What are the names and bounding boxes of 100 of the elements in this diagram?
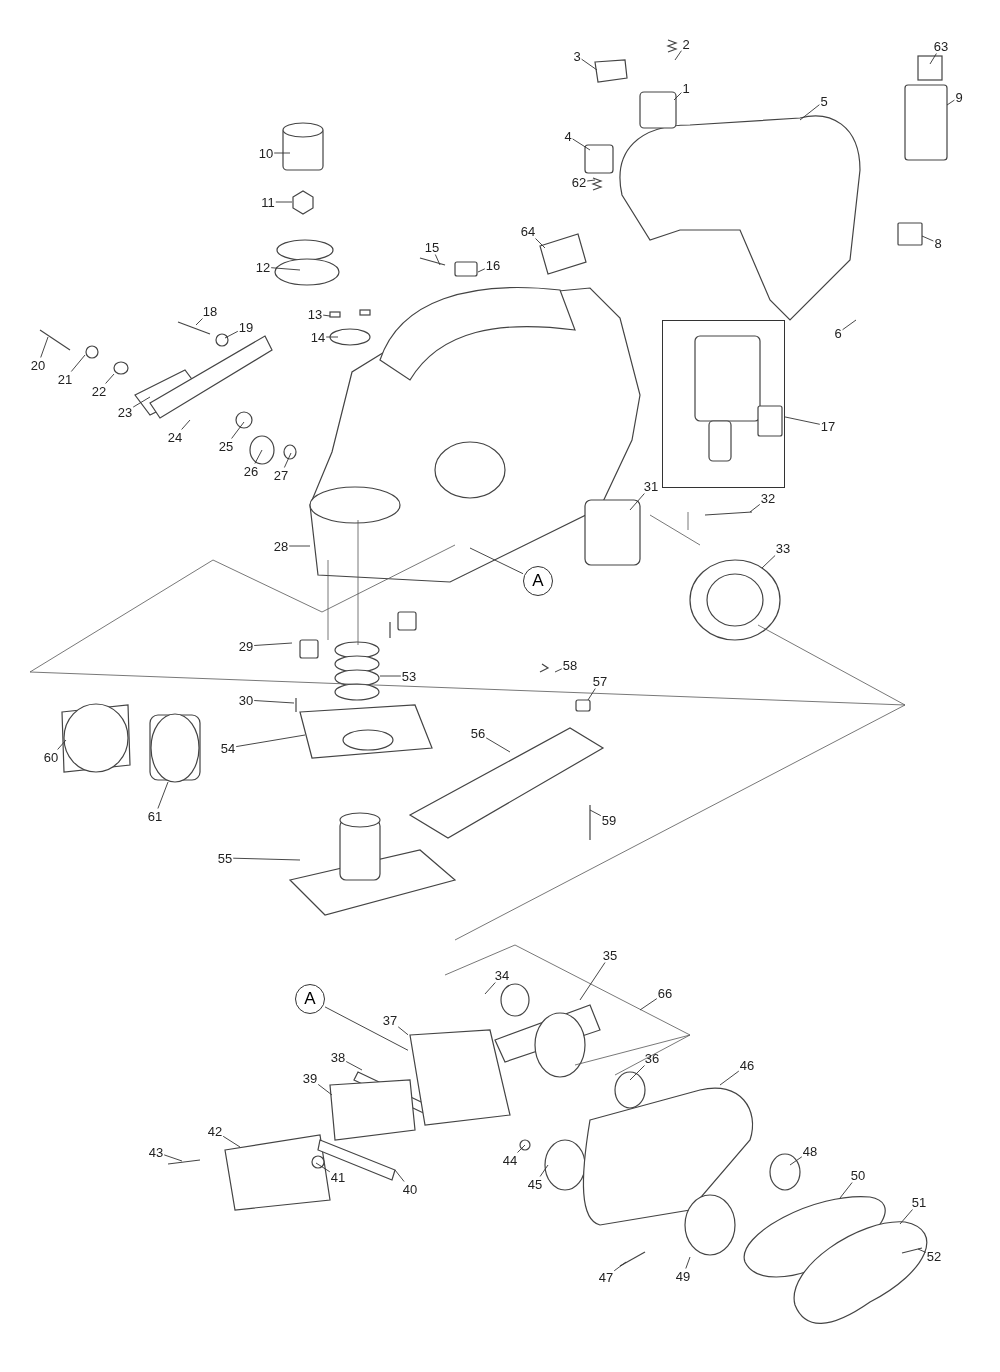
callout-number: 3 bbox=[572, 48, 582, 64]
leader-line bbox=[485, 737, 511, 753]
circled-reference-letter: A bbox=[523, 566, 553, 596]
callout-number: 48 bbox=[801, 1143, 819, 1159]
callout-number: 52 bbox=[925, 1248, 943, 1264]
callout-number: 11 bbox=[260, 194, 276, 210]
callout-number: 13 bbox=[306, 306, 324, 322]
callout-number: 40 bbox=[401, 1181, 419, 1197]
leader-line bbox=[70, 354, 86, 372]
callout-number: 18 bbox=[201, 303, 219, 319]
callout-number: 42 bbox=[206, 1123, 224, 1139]
callout-number: 45 bbox=[526, 1176, 544, 1192]
leader-line bbox=[434, 254, 441, 266]
leader-line bbox=[325, 336, 339, 338]
callout-number: 54 bbox=[219, 740, 237, 756]
leader-line bbox=[253, 700, 295, 704]
leader-line bbox=[163, 1154, 183, 1162]
leader-line bbox=[517, 1144, 526, 1153]
callout-number: 41 bbox=[329, 1169, 347, 1185]
leader-line bbox=[224, 330, 239, 339]
leader-line bbox=[719, 1070, 740, 1086]
callout-number: 23 bbox=[116, 404, 134, 420]
leader-line bbox=[315, 1162, 331, 1173]
callout-number: 47 bbox=[597, 1269, 615, 1285]
leader-line bbox=[639, 998, 658, 1011]
leader-line bbox=[789, 1156, 803, 1166]
leader-line bbox=[222, 1135, 241, 1148]
leader-line bbox=[685, 1256, 691, 1269]
leader-line bbox=[379, 675, 402, 677]
leader-line bbox=[484, 982, 496, 995]
leader-line bbox=[288, 545, 311, 547]
callout-number: 32 bbox=[759, 490, 777, 506]
leader-line bbox=[929, 53, 937, 65]
leader-line bbox=[394, 1169, 405, 1182]
callout-number: 51 bbox=[910, 1194, 928, 1210]
leader-line bbox=[477, 268, 486, 273]
leader-line bbox=[613, 1261, 627, 1272]
inset-box bbox=[662, 320, 785, 488]
callout-number: 43 bbox=[147, 1144, 165, 1160]
callout-number: 17 bbox=[819, 418, 837, 434]
leader-line bbox=[539, 1164, 549, 1177]
leader-line bbox=[839, 1182, 853, 1199]
callout-number: 58 bbox=[561, 657, 579, 673]
callout-number: 59 bbox=[600, 812, 618, 828]
leader-line bbox=[181, 419, 191, 430]
leader-line bbox=[842, 319, 857, 331]
callout-number: 16 bbox=[484, 257, 502, 273]
leader-line bbox=[946, 99, 955, 106]
leader-line bbox=[275, 201, 293, 203]
callout-number: 30 bbox=[237, 692, 255, 708]
leader-line bbox=[105, 373, 115, 384]
callout-number: 28 bbox=[272, 538, 290, 554]
leader-line bbox=[572, 138, 591, 151]
leader-line bbox=[674, 50, 682, 61]
leader-line bbox=[157, 781, 169, 809]
callout-number: 6 bbox=[833, 325, 843, 341]
cutter-drum-drawing bbox=[409, 1029, 511, 1126]
callout-number: 10 bbox=[257, 145, 275, 161]
leader-line bbox=[273, 152, 291, 154]
callout-number: 60 bbox=[42, 749, 60, 765]
callout-number: 35 bbox=[601, 947, 619, 963]
callout-number: 27 bbox=[272, 467, 290, 483]
callout-number: 26 bbox=[242, 463, 260, 479]
leader-line bbox=[917, 1248, 927, 1253]
callout-number: 21 bbox=[56, 371, 74, 387]
leader-line bbox=[761, 555, 776, 569]
callout-number: 61 bbox=[146, 808, 164, 824]
leader-line bbox=[554, 668, 563, 673]
leader-line bbox=[317, 1083, 333, 1096]
leader-line bbox=[784, 416, 821, 425]
callout-number: 9 bbox=[954, 89, 964, 105]
leader-line bbox=[921, 235, 934, 242]
callout-number: 56 bbox=[469, 725, 487, 741]
callout-number: 1 bbox=[681, 80, 691, 96]
leader-line bbox=[322, 314, 331, 317]
leader-line bbox=[324, 1006, 409, 1051]
callout-number: 57 bbox=[591, 673, 609, 689]
circled-reference-letter: A bbox=[295, 984, 325, 1014]
callout-number: 24 bbox=[166, 429, 184, 445]
callout-number: 53 bbox=[400, 668, 418, 684]
leader-line bbox=[270, 267, 301, 271]
callout-number: 2 bbox=[681, 36, 691, 52]
leader-line bbox=[899, 1209, 913, 1225]
callout-number: 46 bbox=[738, 1057, 756, 1073]
callout-number: 64 bbox=[519, 223, 537, 239]
callout-number: 4 bbox=[563, 128, 573, 144]
leader-line bbox=[799, 104, 820, 121]
callout-number: 31 bbox=[642, 478, 660, 494]
leader-line bbox=[587, 688, 596, 701]
leader-line bbox=[231, 421, 245, 439]
leader-line bbox=[749, 503, 761, 513]
callout-number: 50 bbox=[849, 1167, 867, 1183]
callout-number: 55 bbox=[216, 850, 234, 866]
callout-number: 29 bbox=[237, 638, 255, 654]
leader-line bbox=[579, 962, 606, 1001]
callout-number: 49 bbox=[674, 1268, 692, 1284]
callout-number: 15 bbox=[423, 239, 441, 255]
leader-line bbox=[132, 396, 151, 408]
callout-number: 22 bbox=[90, 383, 108, 399]
callout-number: 66 bbox=[656, 985, 674, 1001]
